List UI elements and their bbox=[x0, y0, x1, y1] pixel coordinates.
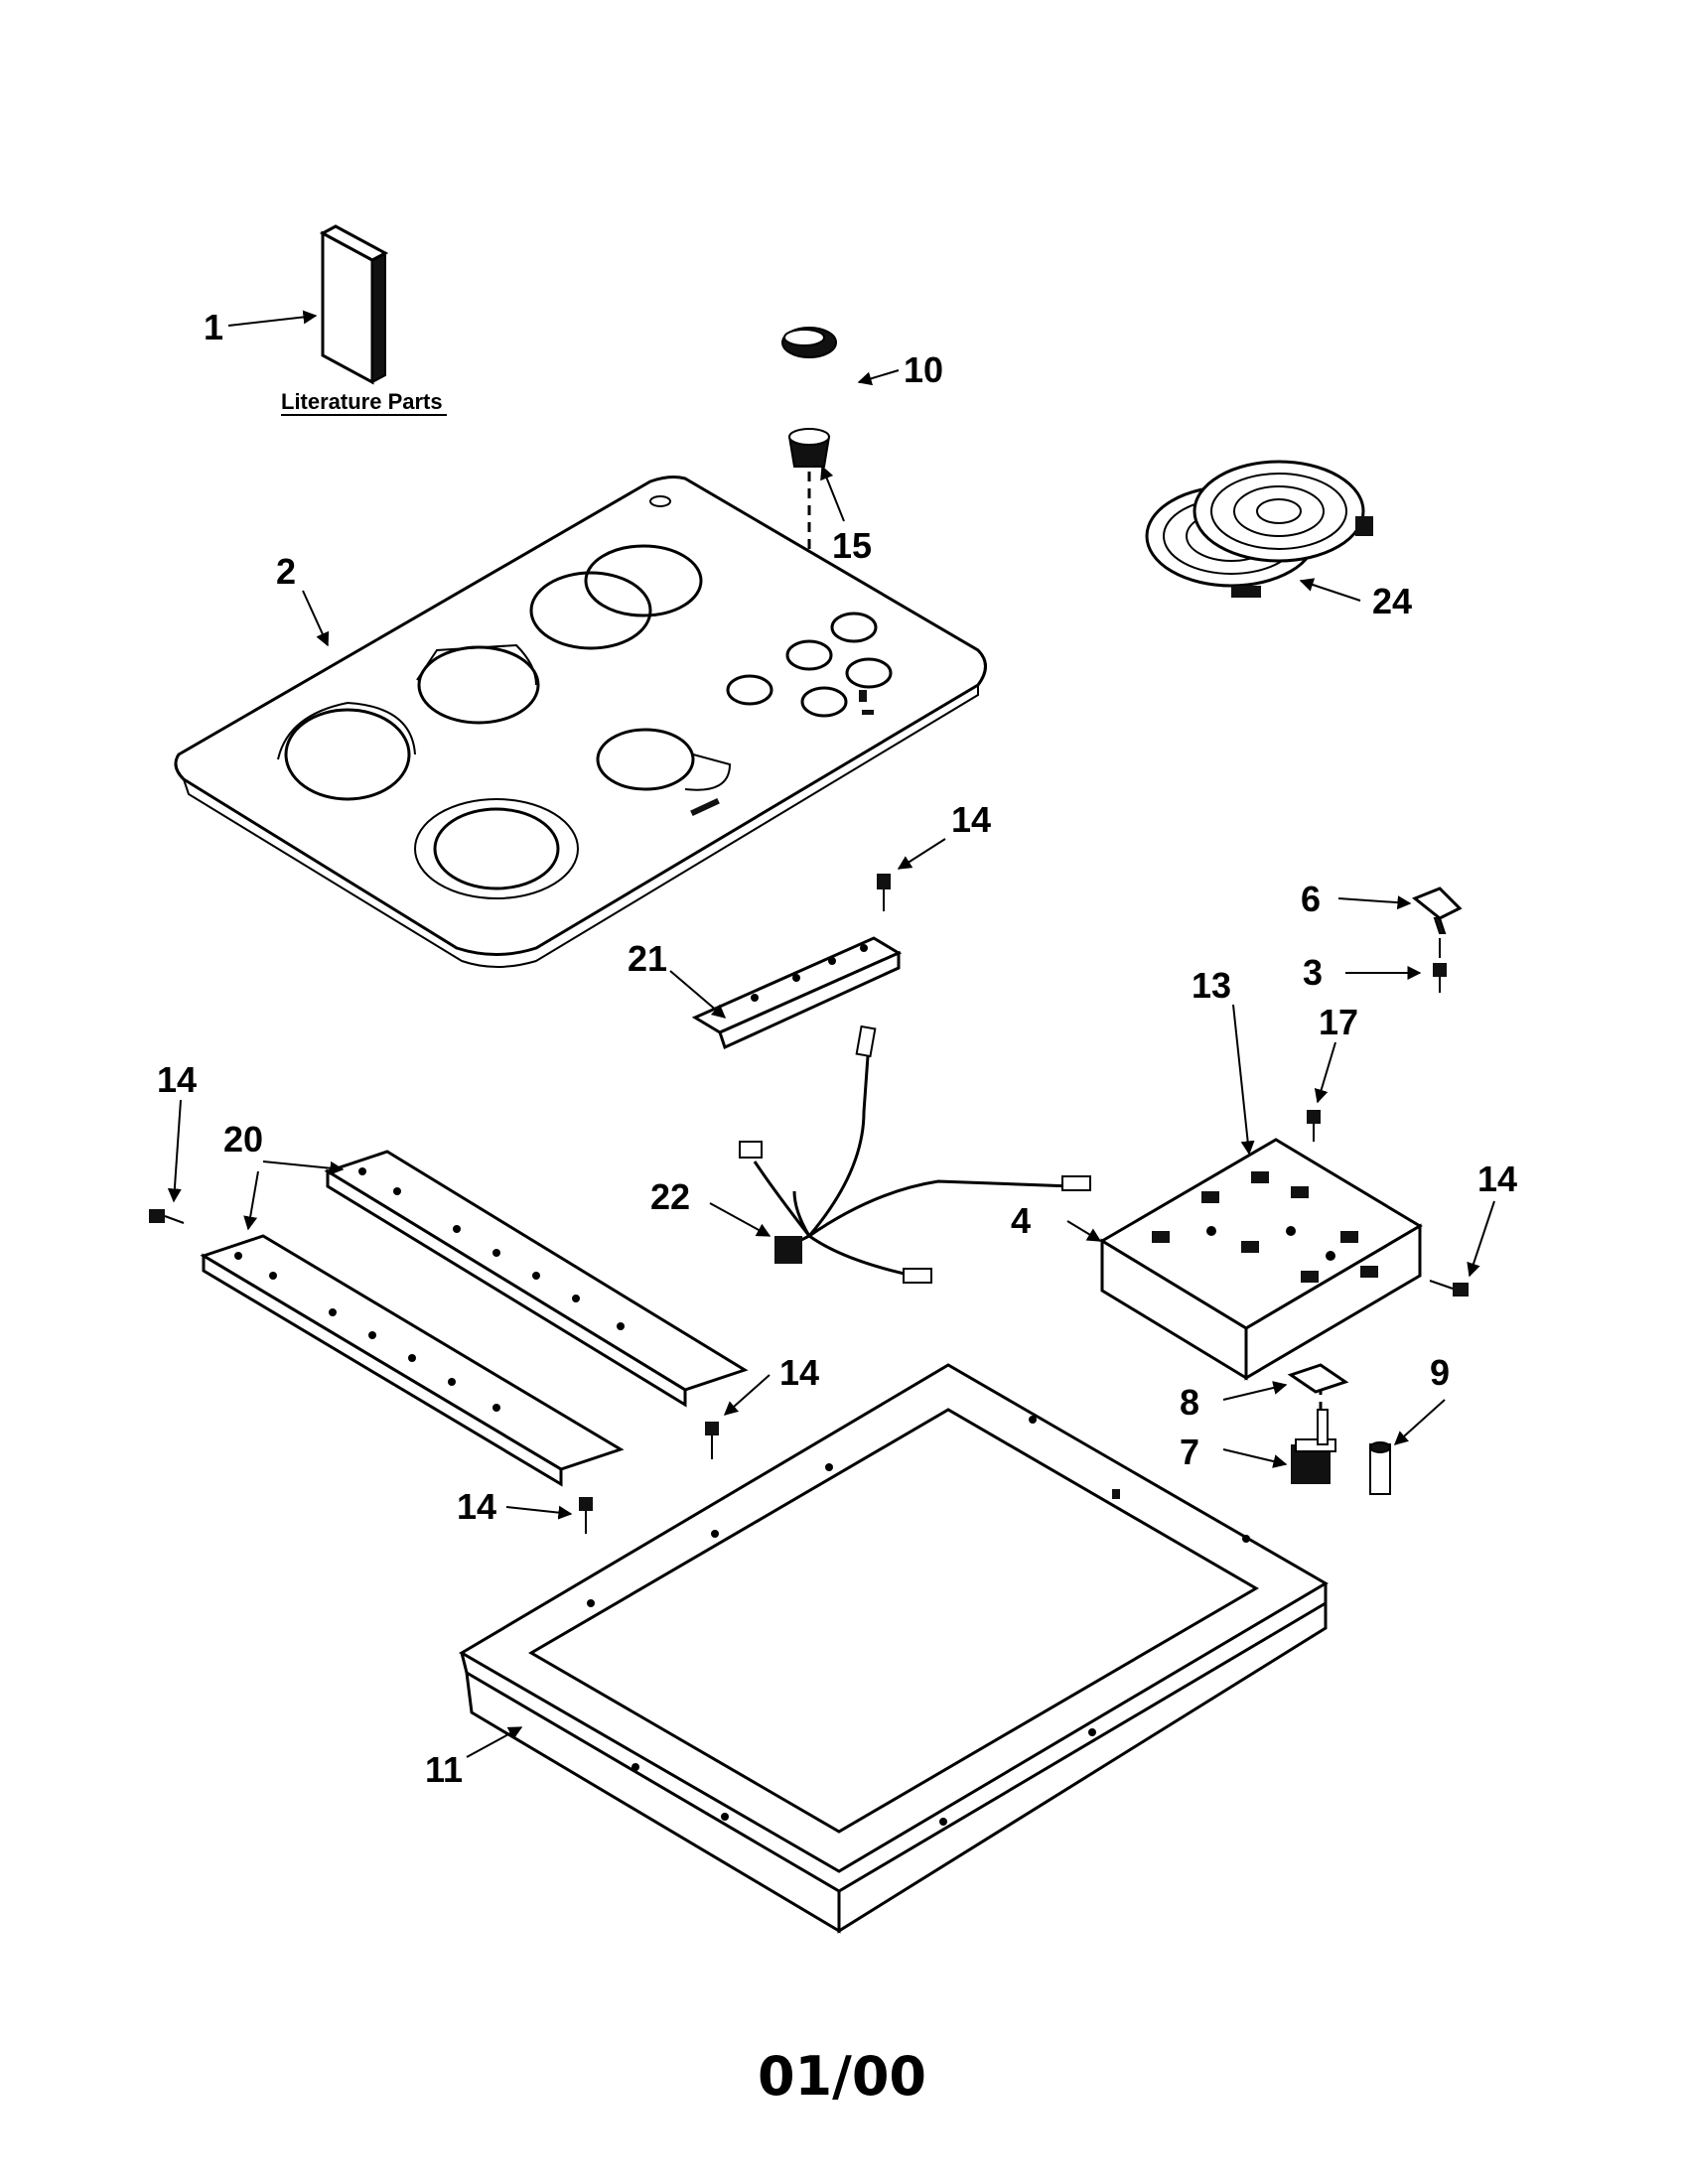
front-bracket bbox=[691, 936, 903, 1050]
knob-base bbox=[787, 428, 831, 468]
control-knob bbox=[781, 327, 837, 358]
callout-1: 1 bbox=[204, 307, 223, 347]
callout-10: 10 bbox=[904, 349, 943, 390]
literature-parts-label: Literature Parts bbox=[281, 389, 443, 414]
callout-8: 8 bbox=[1180, 1382, 1199, 1423]
callout-2: 2 bbox=[276, 551, 296, 592]
screw bbox=[1433, 963, 1447, 993]
screw bbox=[1429, 1280, 1469, 1297]
callout-14-right: 14 bbox=[1477, 1159, 1517, 1199]
screw bbox=[877, 874, 891, 911]
screw bbox=[705, 1422, 719, 1459]
screw bbox=[579, 1497, 593, 1534]
wire-harness bbox=[739, 1024, 1091, 1284]
callout-labels: 1 10 15 2 24 14 6 3 21 13 17 14 20 14 22… bbox=[157, 307, 1517, 1790]
callout-15: 15 bbox=[832, 525, 872, 566]
callout-21: 21 bbox=[628, 938, 667, 979]
surface-element bbox=[1145, 460, 1373, 598]
gasket-plate bbox=[1287, 1363, 1349, 1394]
callout-14-top: 14 bbox=[951, 799, 991, 840]
callout-7: 7 bbox=[1180, 1432, 1199, 1472]
side-bracket-lower bbox=[200, 1234, 625, 1487]
callout-17: 17 bbox=[1319, 1002, 1358, 1042]
leader-lines bbox=[167, 310, 1495, 1758]
callout-9: 9 bbox=[1430, 1352, 1450, 1393]
callout-11: 11 bbox=[425, 1749, 463, 1790]
screw bbox=[149, 1209, 185, 1224]
side-bracket-upper bbox=[324, 1150, 749, 1408]
callout-14-lower: 14 bbox=[457, 1486, 496, 1527]
cooktop-glass bbox=[174, 476, 987, 968]
clip bbox=[1412, 887, 1463, 934]
callout-20: 20 bbox=[223, 1119, 263, 1160]
callout-22: 22 bbox=[650, 1176, 690, 1217]
control-module bbox=[1099, 1138, 1423, 1381]
callout-14-left: 14 bbox=[157, 1059, 197, 1100]
date-code: 01/00 bbox=[758, 2045, 926, 2108]
callout-3: 3 bbox=[1303, 952, 1323, 993]
callout-6: 6 bbox=[1301, 879, 1321, 919]
screw bbox=[1307, 1110, 1321, 1142]
chassis-frame bbox=[459, 1363, 1329, 1934]
switch bbox=[1291, 1409, 1336, 1484]
literature-booklet: Literature Parts bbox=[281, 224, 447, 416]
callout-4: 4 bbox=[1011, 1200, 1031, 1241]
callout-14-middle: 14 bbox=[779, 1352, 819, 1393]
callout-24: 24 bbox=[1372, 581, 1412, 621]
cylinder-part bbox=[1369, 1441, 1391, 1495]
callout-13: 13 bbox=[1192, 965, 1231, 1006]
